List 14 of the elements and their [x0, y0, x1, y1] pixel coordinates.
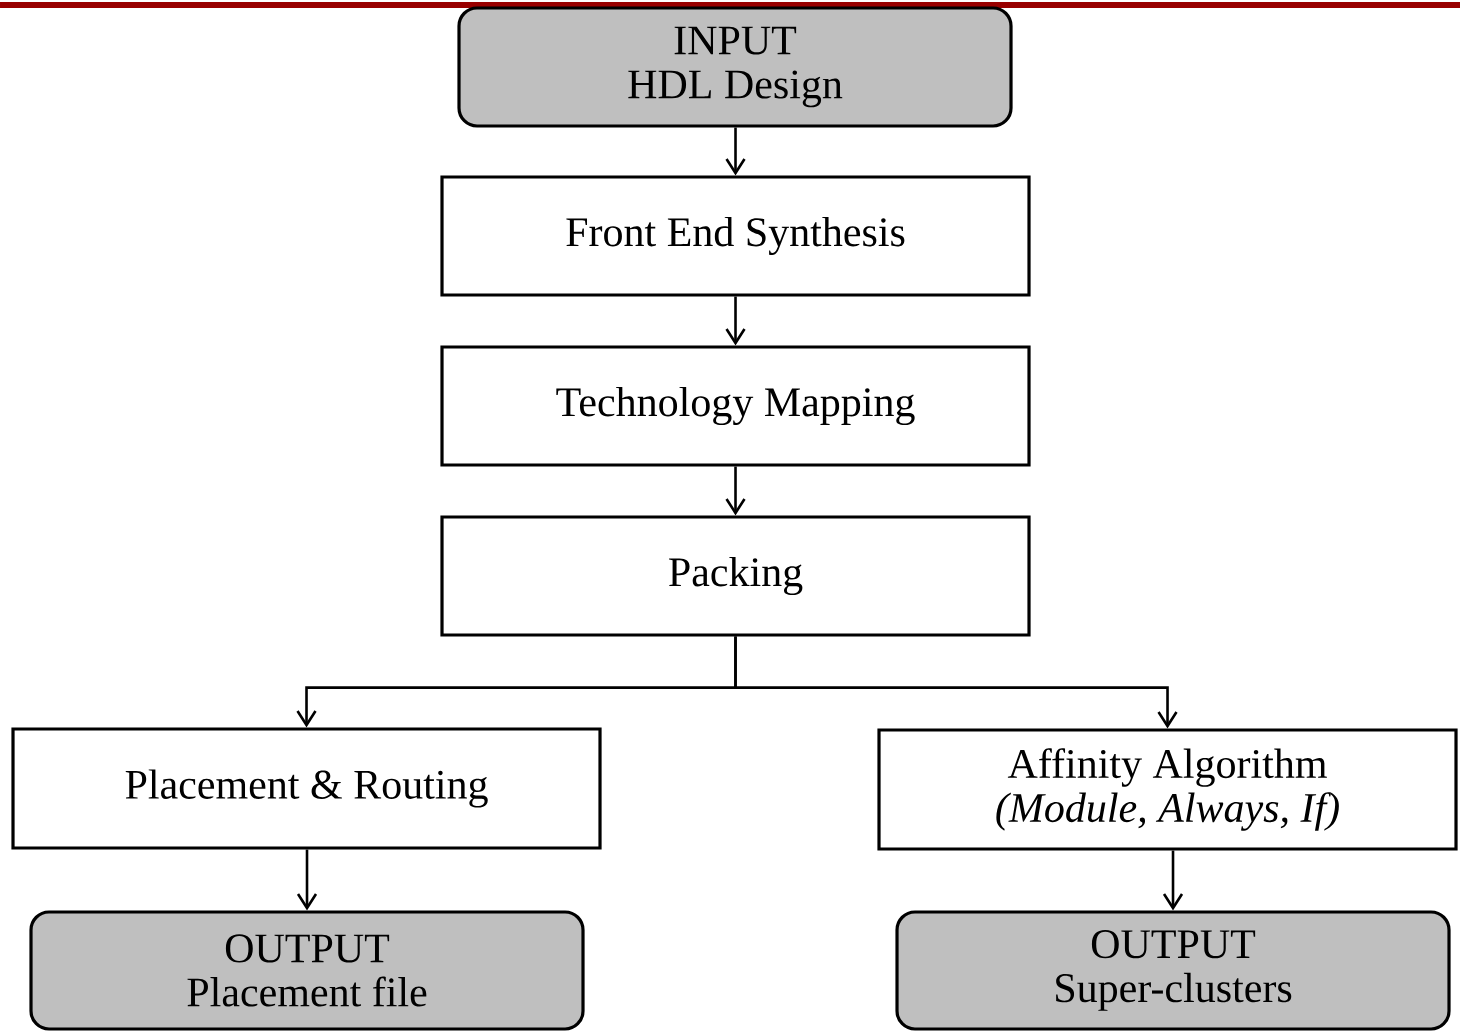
terminal-box: INPUT HDL Design	[457, 6, 1013, 128]
arrow	[725, 127, 746, 176]
process-box: Front End Synthesis	[440, 175, 1031, 297]
process-box: Affinity Algorithm (Module, Always, If)	[877, 728, 1458, 851]
arrow	[725, 466, 746, 516]
arrow	[725, 296, 746, 346]
arrow	[296, 849, 318, 911]
arrow	[1162, 850, 1184, 911]
arrow	[734, 636, 1178, 729]
terminal-box: OUTPUT Placement file	[29, 910, 585, 1031]
process-box: Placement & Routing	[11, 727, 602, 850]
process-box: Technology Mapping	[440, 345, 1031, 467]
terminal-box: OUTPUT Super-clusters	[895, 910, 1451, 1031]
process-box: Packing	[440, 515, 1031, 637]
